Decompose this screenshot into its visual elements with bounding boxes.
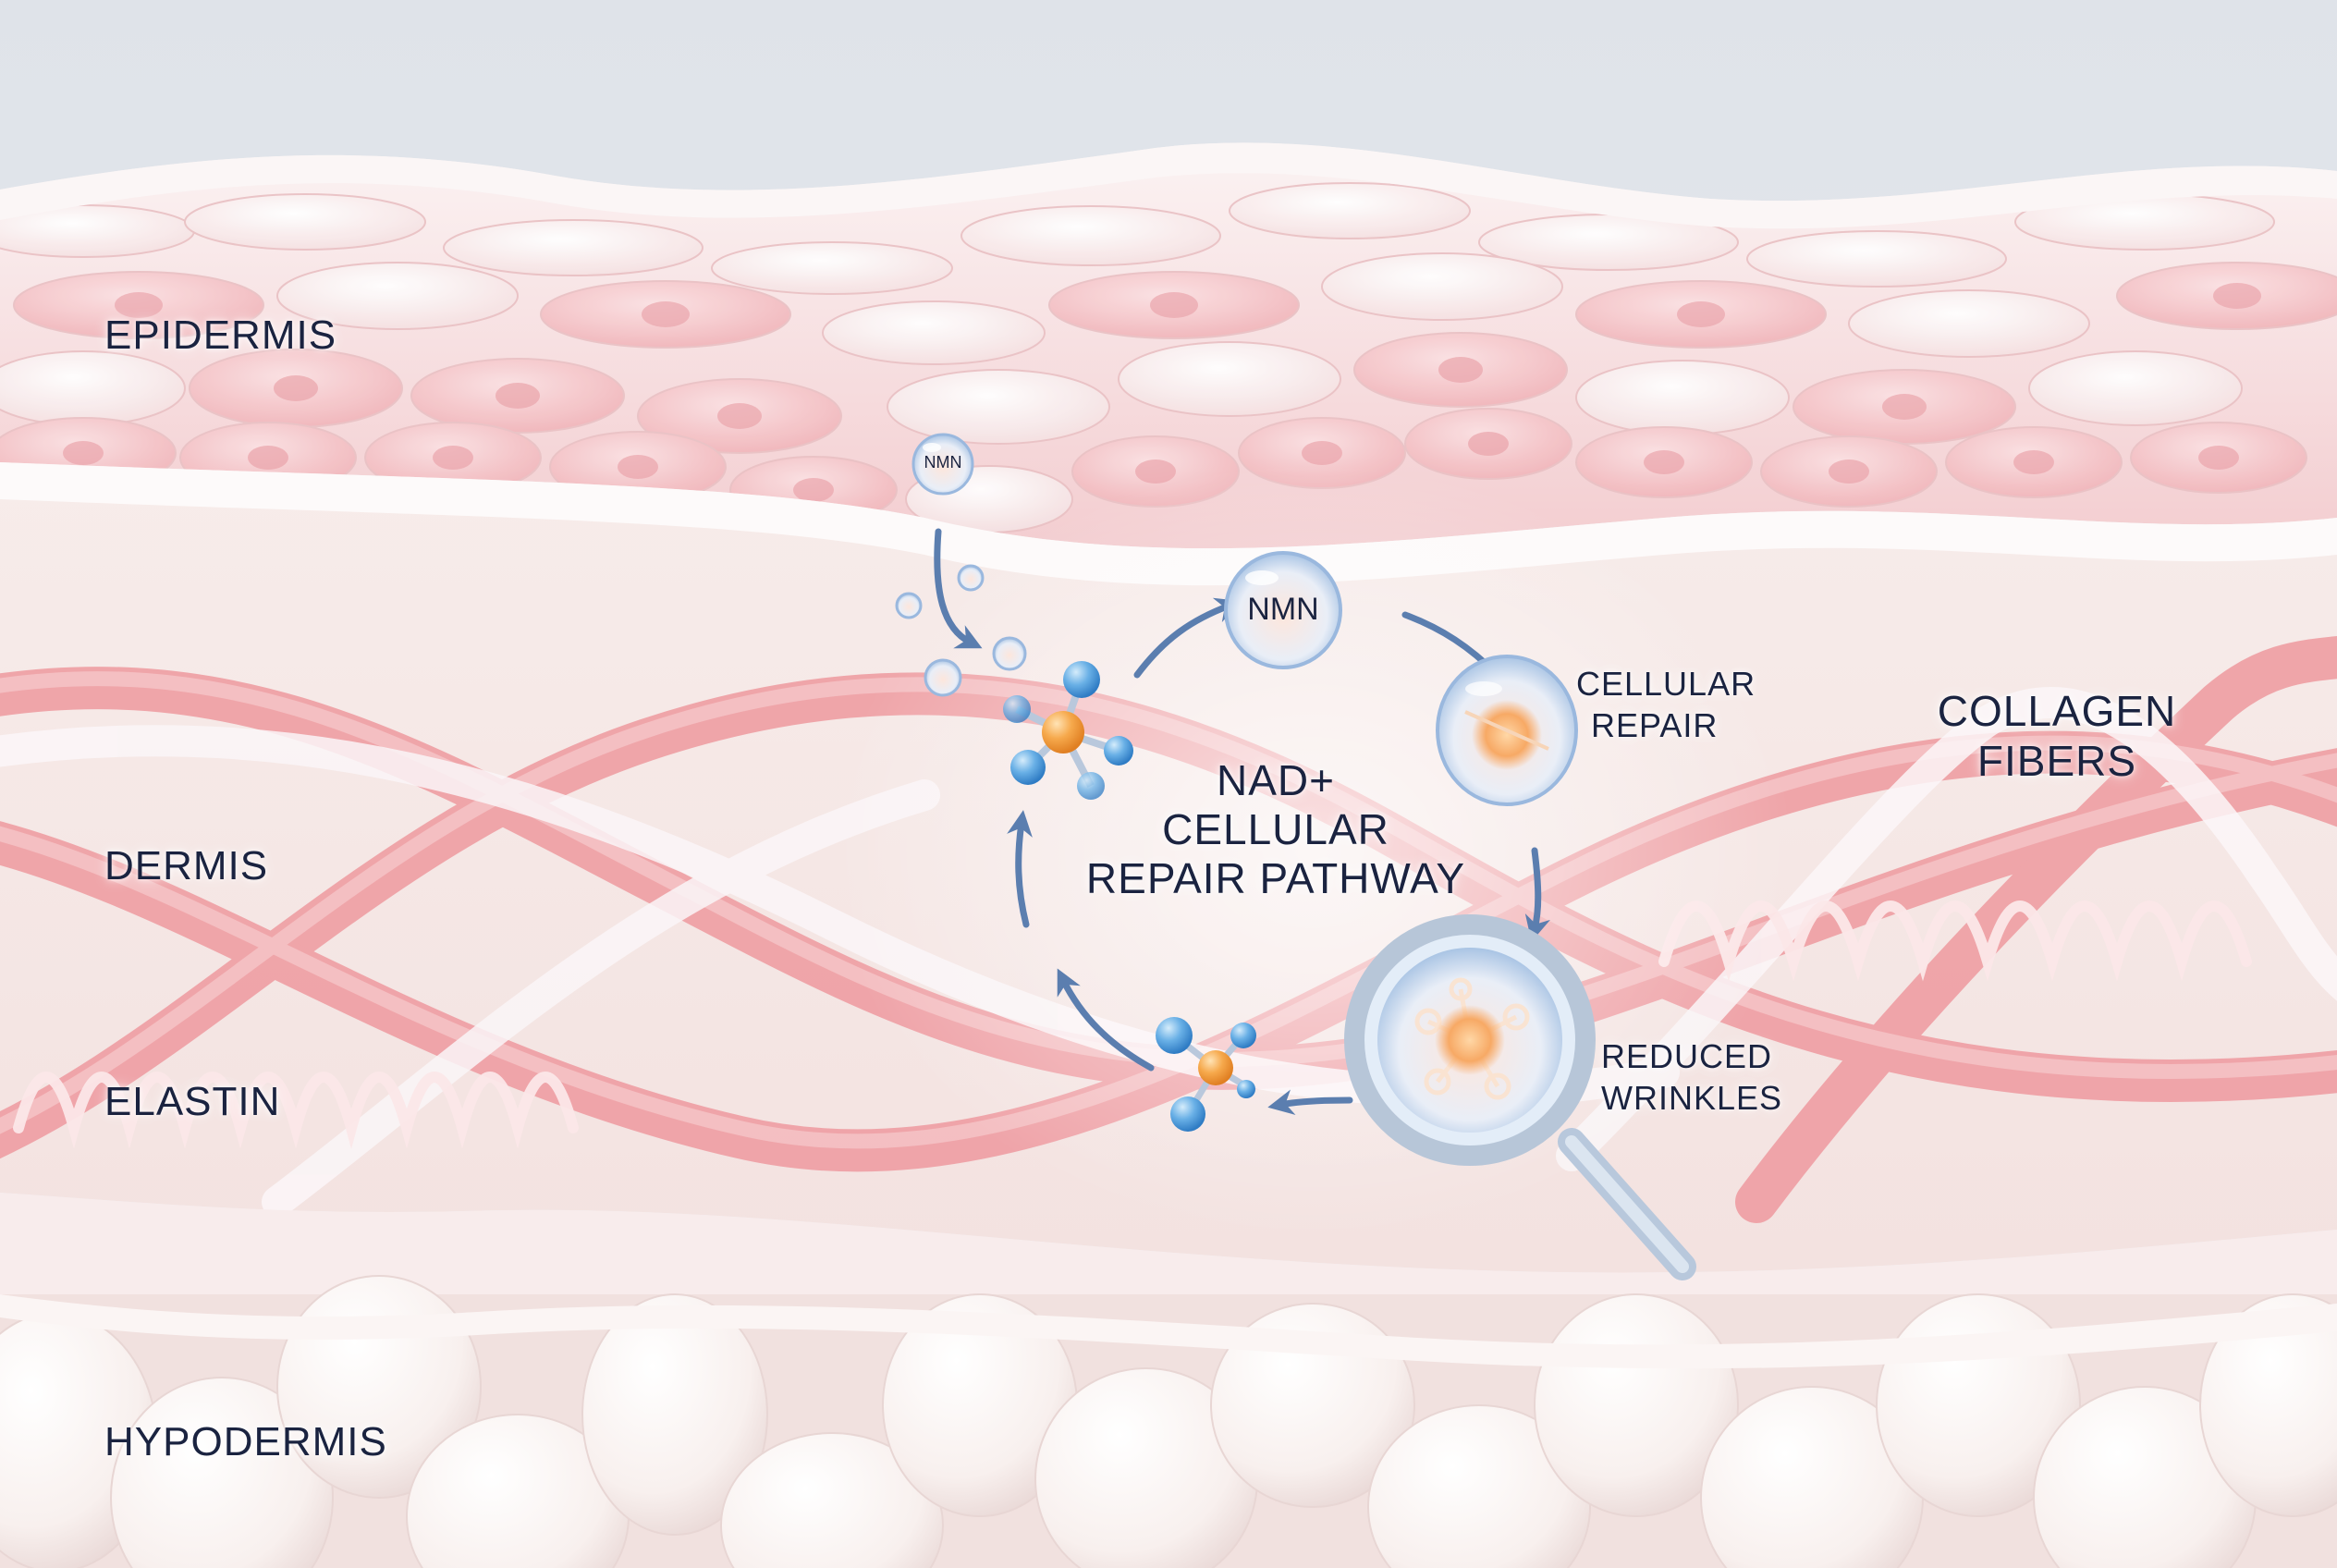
repair-cell-icon (1436, 655, 1578, 806)
pathway-title-line1: NAD+ (1217, 756, 1335, 804)
nmn-large-label: NMN (1247, 592, 1319, 627)
label-collagen-fibers: COLLAGEN FIBERS (1918, 686, 2196, 787)
cellular-repair-line1: CELLULAR (1576, 665, 1756, 703)
collagen-line2: FIBERS (1976, 737, 2137, 786)
nmn-large-bubble-icon (1224, 551, 1342, 669)
pathway-title-line3: REPAIR PATHWAY (1085, 853, 1466, 902)
label-hypodermis: HYPODERMIS (104, 1419, 387, 1464)
reduced-wrinkles-line2: WRINKLES (1601, 1079, 1783, 1117)
pathway-title: NAD+ CELLULAR REPAIR PATHWAY (1045, 756, 1507, 903)
collagen-line1: COLLAGEN (1937, 687, 2177, 735)
nmn-particles-icon (895, 564, 1027, 697)
cellular-repair-line2: REPAIR (1591, 706, 1719, 744)
nad-molecule-icon (1003, 661, 1133, 800)
label-elastin: ELASTIN (104, 1079, 281, 1124)
reduced-wrinkles-line1: REDUCED (1601, 1037, 1773, 1075)
nmn-small-bubble-icon (912, 433, 974, 496)
pathway-title-line2: CELLULAR (1162, 804, 1389, 853)
label-epidermis: EPIDERMIS (104, 312, 337, 358)
label-cellular-repair: CELLULAR REPAIR (1576, 663, 1756, 746)
epidermis-cells (0, 182, 2337, 533)
nmn-small-label: NMN (924, 453, 962, 472)
label-dermis: DERMIS (104, 843, 269, 888)
label-reduced-wrinkles: REDUCED WRINKLES (1601, 1035, 1782, 1119)
nad-molecule-small-icon (1156, 1017, 1256, 1132)
magnifying-glass-icon (1344, 914, 1696, 1280)
